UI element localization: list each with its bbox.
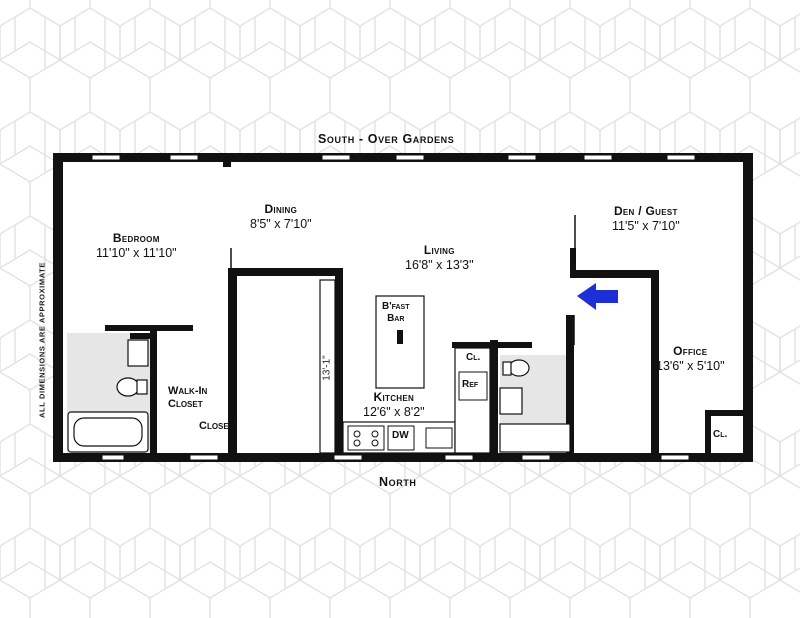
window [660, 454, 690, 461]
room-walk-in-closet: Walk-In Closet [168, 385, 207, 410]
bar-label-line1: B'fast [382, 301, 410, 312]
toilet [116, 377, 140, 397]
room-name: Living [423, 243, 455, 257]
wall-office-left [651, 270, 659, 455]
room-name: Walk-In [168, 385, 208, 397]
room-living: Living 16'8" x 13'3" [405, 243, 474, 272]
compass-north: North [379, 475, 417, 489]
bath2-sink [499, 387, 523, 415]
wall-east [743, 153, 753, 462]
window [583, 154, 613, 161]
room-name: Office [673, 344, 708, 358]
dishwasher [387, 425, 415, 451]
wall-bath-top [105, 325, 193, 331]
room-bedroom: Bedroom 11'10" x 11'10" [96, 231, 177, 260]
kitchen-counter-left [319, 279, 336, 454]
shower [499, 423, 571, 453]
wall-bath2-right [566, 315, 574, 455]
wall-bath-mid [130, 333, 150, 339]
compass-south: South - Over Gardens [318, 132, 455, 146]
wall-den-post [570, 248, 576, 270]
window [91, 154, 121, 161]
room-dims: 12'6" x 8'2" [363, 404, 425, 419]
breakfast-bar-label: B'fast Bar [382, 301, 410, 324]
bar-label-line2: Bar [387, 312, 405, 324]
wall-walkin-right [228, 268, 237, 455]
wall-office-closet-v [705, 410, 711, 455]
window [333, 454, 363, 461]
room-office: Office 13'6" x 5'10" [656, 344, 725, 373]
dishwasher-label: DW [392, 430, 409, 441]
room-dims: 13'6" x 5'10" [656, 358, 725, 373]
room-name: Bedroom [112, 231, 160, 245]
wall-north [53, 453, 753, 462]
kitchen-sink [425, 427, 453, 449]
room-dining: Dining 8'5" x 7'10" [250, 202, 312, 231]
refrigerator [458, 371, 488, 401]
room-name: Den / Guest [613, 204, 678, 218]
toilet2 [508, 359, 530, 377]
room-name: Dining [264, 202, 298, 216]
wall-den-bottom [570, 270, 656, 278]
wall-bath-right [150, 325, 157, 455]
closet-label-kitchen: Cl. [466, 352, 481, 363]
wall-post-bedroom [223, 162, 231, 167]
window [395, 154, 425, 161]
bath-sink [127, 339, 149, 367]
window [101, 454, 125, 461]
kitchen-measure: 13'-1" [321, 355, 333, 381]
room-kitchen: Kitchen 12'6" x 8'2" [363, 390, 425, 419]
wall-kitchen-right [490, 340, 498, 455]
wall-dining-bottom [237, 268, 340, 276]
wall-bath2-top [452, 342, 532, 348]
refrigerator-label: Ref [462, 379, 479, 390]
window [444, 454, 474, 461]
window [666, 154, 696, 161]
stove [347, 425, 385, 451]
window [521, 454, 551, 461]
window [189, 454, 219, 461]
wall-office-closet [705, 410, 745, 416]
room-den: Den / Guest 11'5" x 7'10" [612, 204, 680, 233]
wall-kitchen-left [335, 268, 343, 455]
room-dims: 11'10" x 11'10" [96, 245, 177, 260]
closet-label: Closet [199, 420, 234, 432]
wall-west [53, 153, 63, 462]
room-dims: 11'5" x 7'10" [612, 218, 680, 233]
bar-sink [397, 330, 403, 344]
disclaimer-text: ALL DIMENSIONS ARE APPROXIMATE [37, 262, 47, 418]
room-name: Closet [168, 397, 203, 410]
window [507, 154, 537, 161]
entrance-arrow [577, 283, 618, 310]
window [321, 154, 351, 161]
window [169, 154, 199, 161]
room-dims: 16'8" x 13'3" [405, 257, 474, 272]
room-name: Kitchen [373, 390, 415, 404]
closet-label-office: Cl. [713, 429, 728, 440]
room-dims: 8'5" x 7'10" [250, 216, 312, 231]
